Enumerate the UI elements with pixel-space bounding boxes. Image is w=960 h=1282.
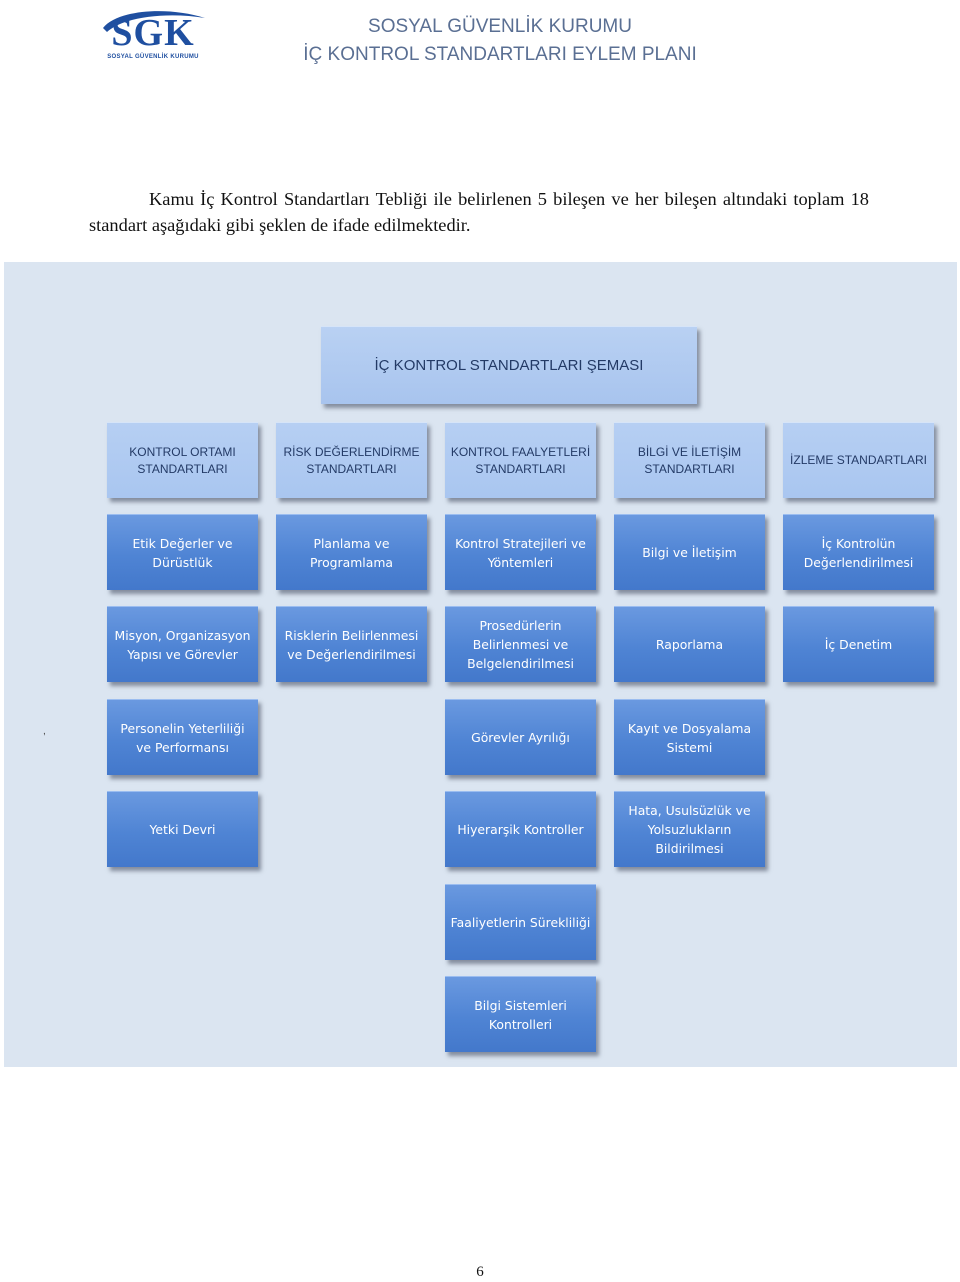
standard-box: Planlama ve Programlama — [276, 514, 427, 590]
standard-label: Personelin Yeterliliği ve Performansı — [120, 720, 245, 755]
logo-lettering: SGK — [111, 12, 195, 54]
standard-box: İç Kontrolün Değerlendirilmesi — [783, 514, 934, 590]
standard-box: Kayıt ve Dosyalama Sistemi — [614, 699, 765, 775]
standard-box: Bilgi Sistemleri Kontrolleri — [445, 976, 596, 1052]
component-header-text: İZLEME STANDARTLARI — [790, 453, 927, 467]
standard-box: Yetki Devri — [107, 791, 258, 867]
standard-box: Personelin Yeterliliği ve Performansı — [107, 699, 258, 775]
standard-label: Planlama ve Programlama — [310, 535, 393, 570]
component-header-text: BİLGİ VE İLETİŞİM STANDARTLARI — [637, 444, 742, 476]
standard-box: Kontrol Stratejileri ve Yöntemleri — [445, 514, 596, 590]
standard-label: Kayıt ve Dosyalama Sistemi — [627, 720, 752, 755]
component-header: KONTROL FAALYETLERİ STANDARTLARI — [445, 422, 596, 498]
standard-box: Faaliyetlerin Sürekliliği — [445, 884, 596, 960]
intro-paragraph: Kamu İç Kontrol Standartları Tebliği ile… — [89, 189, 869, 235]
standard-label: Hata, Usulsüzlük ve Yolsuzlukların Bildi… — [628, 803, 751, 856]
header-document-title: İÇ KONTROL STANDARTLARI EYLEM PLANI — [303, 44, 697, 65]
component-header-text: RİSK DEĞERLENDİRME STANDARTLARI — [283, 444, 420, 476]
component-header: İZLEME STANDARTLARI — [783, 422, 934, 498]
logo-subtitle: SOSYAL GÜVENLİK KURUMU — [107, 54, 199, 60]
standard-box: Hata, Usulsüzlük ve Yolsuzlukların Bildi… — [614, 791, 765, 867]
component-header: BİLGİ VE İLETİŞİM STANDARTLARI — [614, 422, 765, 498]
standard-label: İç Kontrolün Değerlendirilmesi — [803, 535, 914, 570]
standard-label: Risklerin Belirlenmesi ve Değerlendirilm… — [284, 627, 419, 662]
standard-box: Misyon, Organizasyon Yapısı ve Görevler — [107, 606, 258, 682]
standard-label: Raporlama — [655, 637, 724, 652]
standard-box: Bilgi ve İletişim — [614, 514, 765, 590]
standard-box: Etik Değerler ve Dürüstlük — [107, 514, 258, 590]
standard-label: Faaliyetlerin Sürekliliği — [450, 915, 591, 930]
stray-mark: , — [43, 726, 46, 737]
component-header-text: KONTROL ORTAMI STANDARTLARI — [129, 444, 236, 476]
standard-label: Prosedürlerin Belirlenmesi ve Belgelendi… — [467, 618, 574, 671]
standard-label: İç Denetim — [824, 637, 893, 652]
standard-box: Hiyerarşik Kontroller — [445, 791, 596, 867]
component-header: RİSK DEĞERLENDİRME STANDARTLARI — [276, 422, 427, 498]
standard-box: Risklerin Belirlenmesi ve Değerlendirilm… — [276, 606, 427, 682]
standard-label: Bilgi Sistemleri Kontrolleri — [474, 997, 567, 1032]
page-number: 6 — [476, 1264, 484, 1280]
standard-box: Raporlama — [614, 606, 765, 682]
standard-box: Prosedürlerin Belirlenmesi ve Belgelendi… — [445, 606, 596, 682]
standard-label: Bilgi ve İletişim — [642, 545, 737, 560]
standard-label: Hiyerarşik Kontroller — [457, 822, 584, 837]
component-header-text: KONTROL FAALYETLERİ STANDARTLARI — [450, 444, 591, 476]
logo-swoosh-icon — [103, 11, 205, 32]
diagram-title: İÇ KONTROL STANDARTLARI ŞEMASI — [321, 326, 697, 404]
standard-label: Kontrol Stratejileri ve Yöntemleri — [455, 535, 586, 570]
standard-label: Yetki Devri — [149, 822, 216, 837]
standard-label: Etik Değerler ve Dürüstlük — [132, 535, 233, 570]
header-institution: SOSYAL GÜVENLİK KURUMU — [368, 16, 632, 37]
diagram-title-text: İÇ KONTROL STANDARTLARI ŞEMASI — [374, 357, 644, 374]
standard-box: Görevler Ayrılığı — [445, 699, 596, 775]
standard-label: Misyon, Organizasyon Yapısı ve Görevler — [114, 627, 251, 662]
standard-box: İç Denetim — [783, 606, 934, 682]
component-header: KONTROL ORTAMI STANDARTLARI — [107, 422, 258, 498]
sgk-logo: SGK SOSYAL GÜVENLİK KURUMU — [97, 8, 209, 64]
standard-label: Görevler Ayrılığı — [471, 730, 570, 745]
